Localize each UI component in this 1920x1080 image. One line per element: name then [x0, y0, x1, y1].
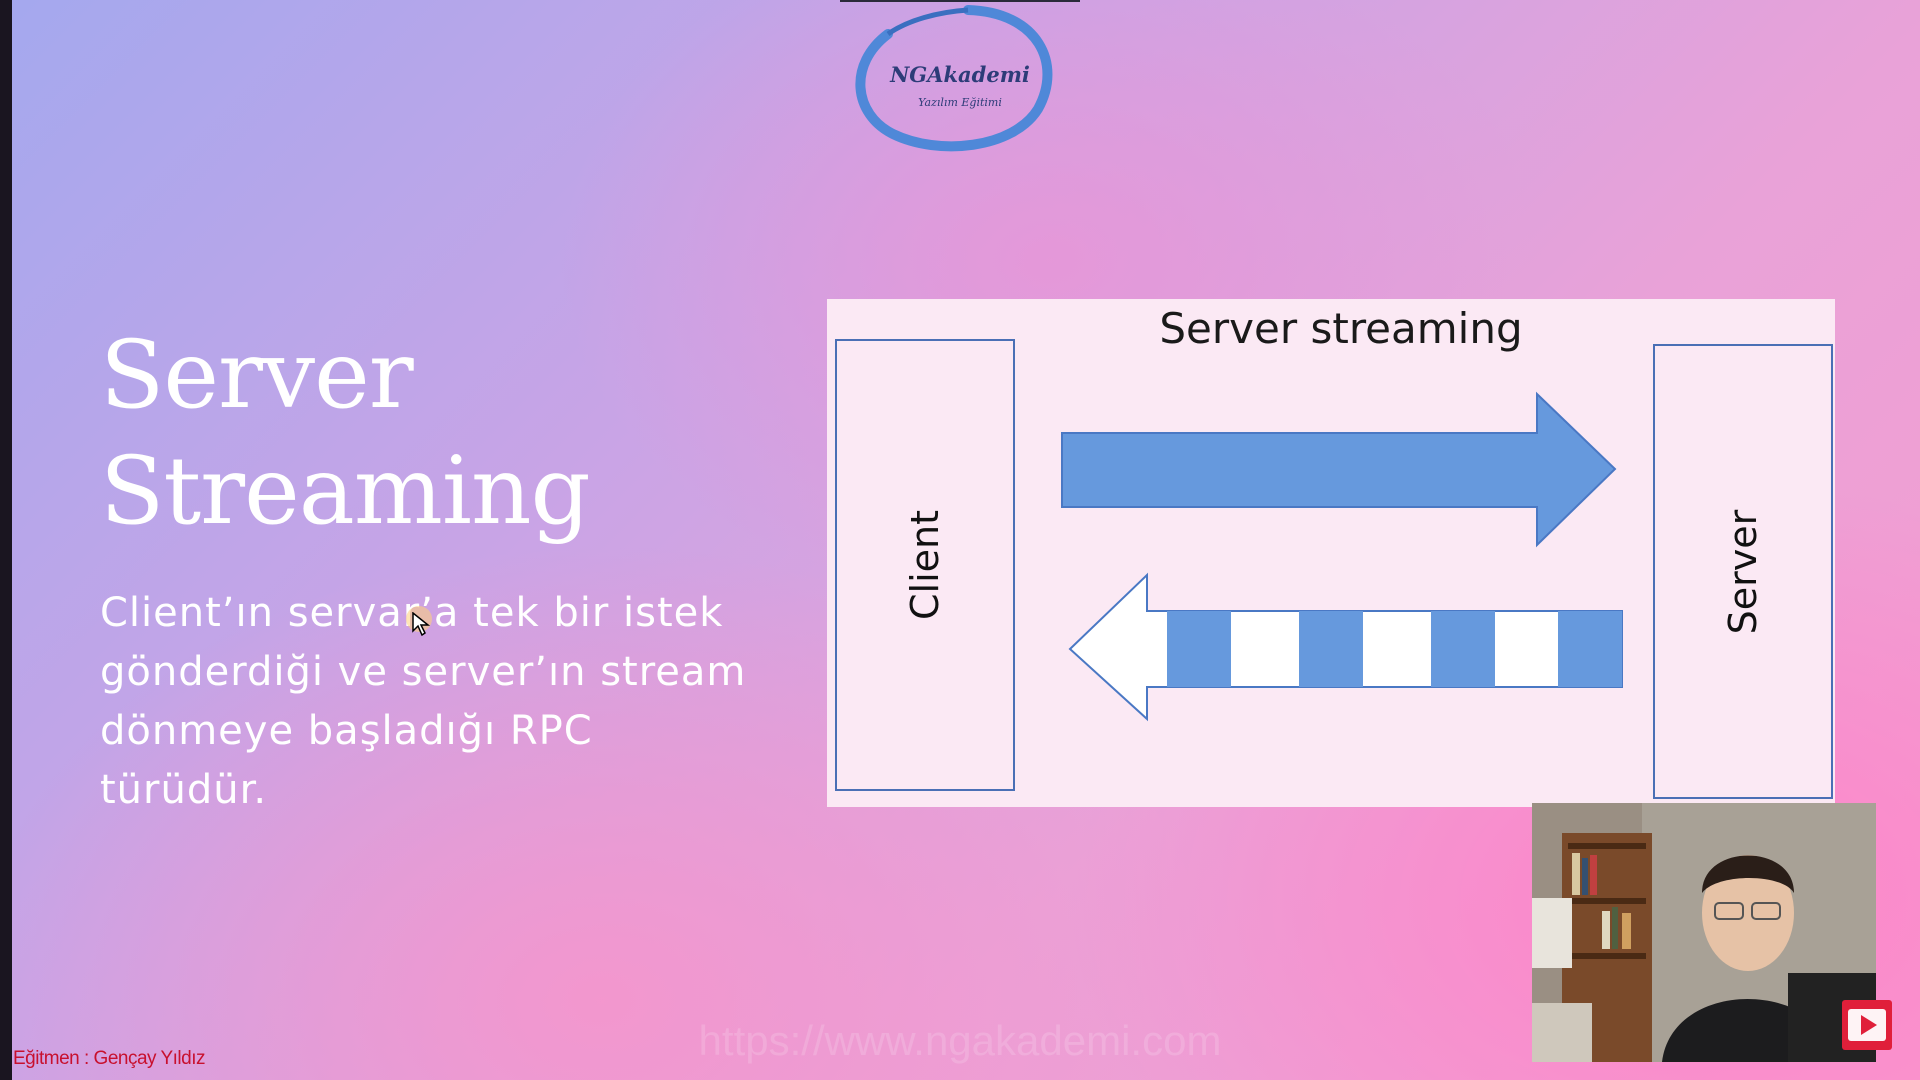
website-watermark: https://www.ngakademi.com	[698, 1017, 1222, 1064]
top-edge-line	[840, 0, 1080, 2]
left-edge-bar	[0, 0, 12, 1080]
instructor-credit: Eğitmen : Gençay Yıldız	[13, 1048, 205, 1069]
server-box: Server	[1653, 344, 1833, 799]
diagram-arrows	[1061, 391, 1623, 722]
request-arrow	[1061, 391, 1617, 548]
svg-text:NGAkademi: NGAkademi	[889, 62, 1030, 87]
stream-segment-4	[1558, 611, 1622, 687]
client-box: Client	[835, 339, 1015, 791]
slide-body-text: Client’ın servar’a tek bir istek gönderd…	[100, 590, 747, 813]
play-icon[interactable]	[1842, 1000, 1892, 1050]
slide-title: Server Streaming	[100, 318, 660, 550]
slide-title-line-1: Server	[100, 321, 414, 430]
mouse-cursor-icon	[406, 606, 438, 638]
diagram-title: Server streaming	[1159, 304, 1523, 353]
stream-segment-1	[1167, 611, 1231, 687]
svg-text:Yazılım Eğitimi: Yazılım Eğitimi	[918, 96, 1002, 109]
server-streaming-diagram: Server streaming Client Server	[827, 299, 1835, 807]
stream-segment-3	[1431, 611, 1495, 687]
webcam-feed	[1532, 803, 1876, 1062]
ngakademi-logo: NGAkademi Yazılım Eğitimi	[848, 4, 1068, 156]
stream-segment-2	[1299, 611, 1363, 687]
slide-title-line-2: Streaming	[100, 437, 591, 546]
